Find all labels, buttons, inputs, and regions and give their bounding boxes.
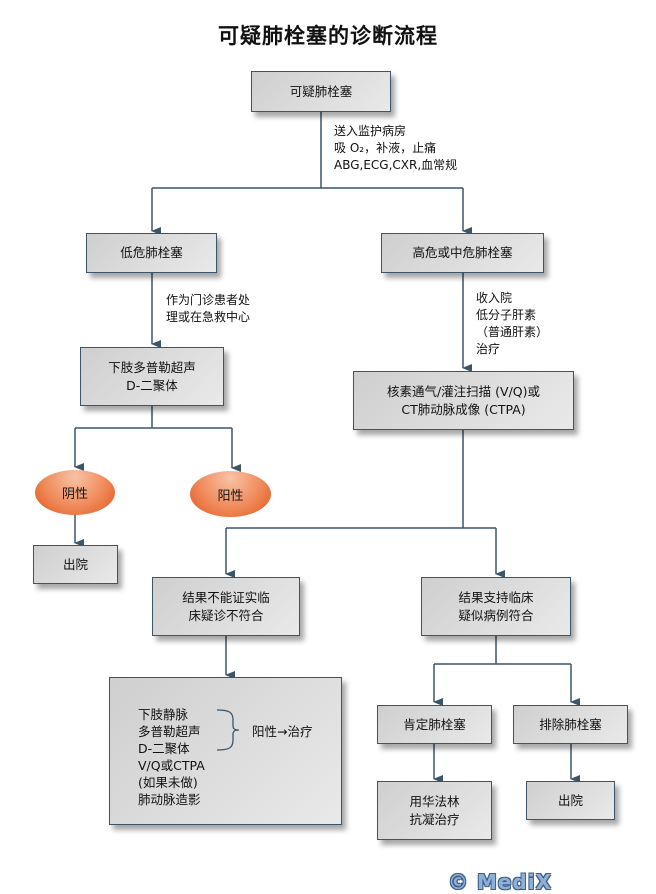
connector-top [152, 112, 463, 189]
node-label: 阳性 [217, 488, 244, 504]
note-line: 低分子肝素 [476, 308, 537, 322]
node-vq-ctpa: 核素通气/灌注扫描 (V/Q)或 CT肺动脉成像 (CTPA) [353, 371, 574, 430]
note-initial-care: 送入监护病房 吸 O₂，补液，止痛 ABG,ECG,CXR,血常规 [334, 123, 457, 174]
node-negative: 阴性 [35, 470, 115, 515]
node-excluded-pe: 排除肺栓塞 [513, 705, 628, 744]
node-label: 可疑肺栓塞 [289, 83, 353, 99]
further-tests-result: 阳性→治疗 [252, 724, 313, 739]
note-line: 作为门诊患者处 [166, 293, 251, 307]
node-leg-us-ddimer: 下肢多普勒超声 D-二聚体 [80, 347, 224, 406]
node-positive: 阳性 [190, 471, 271, 517]
connector-vq-split [226, 430, 496, 529]
node-warfarin: 用华法林 抗凝治疗 [377, 781, 492, 840]
node-supports: 结果支持临床 疑似病例符合 [421, 577, 571, 636]
further-tests-list: 下肢静脉 多普勒超声 D-二聚体 V/Q或CTPA (如果未做) 肺动脉造影 [138, 706, 205, 808]
node-not-confirmed: 结果不能证实临 床疑诊不符合 [152, 577, 300, 636]
note-low-risk-care: 作为门诊患者处 理或在急救中心 [166, 292, 250, 326]
node-discharge-right: 出院 [526, 781, 615, 820]
page-title: 可疑肺栓塞的诊断流程 [218, 24, 438, 48]
node-high-risk: 高危或中危肺栓塞 [381, 233, 544, 273]
node-label: 低危肺栓塞 [120, 245, 183, 260]
node-label-line: 床疑诊不符合 [188, 607, 264, 623]
note-line: ABG,ECG,CXR,血常规 [334, 158, 458, 172]
node-label-line: 核素通气/灌注扫描 (V/Q)或 [386, 383, 541, 399]
node-label: 阴性 [61, 487, 88, 502]
note-high-risk-care: 收入院 低分子肝素 （普通肝素） 治疗 [476, 290, 548, 358]
node-label-line: 疑似病例符合 [458, 607, 534, 623]
node-label-line: D-二聚体 [126, 377, 178, 393]
connector-supports-split [434, 636, 571, 665]
note-line: 送入监护病房 [334, 124, 407, 138]
node-label-line: CT肺动脉成像 (CTPA) [401, 401, 526, 417]
node-label-line: 结果支持临床 [458, 589, 534, 605]
node-label: 出院 [62, 556, 88, 572]
connector-leg-us-split [75, 406, 232, 429]
node-label: 高危或中危肺栓塞 [412, 245, 513, 260]
node-label: 出院 [557, 792, 583, 808]
node-low-risk: 低危肺栓塞 [86, 233, 217, 273]
node-label-line: 用华法林 [409, 793, 460, 809]
further-test-item: (如果未做) [138, 775, 198, 790]
note-line: 收入院 [476, 291, 513, 305]
further-test-item: D-二聚体 [138, 741, 190, 756]
node-label-line: 结果不能证实临 [182, 589, 270, 605]
node-label-line: 下肢多普勒超声 [108, 359, 196, 375]
node-suspected-pe: 可疑肺栓塞 [251, 71, 391, 112]
node-label: 排除肺栓塞 [539, 716, 602, 732]
node-discharge-left: 出院 [33, 545, 118, 584]
node-label-line: 抗凝治疗 [409, 811, 460, 827]
node-confirmed-pe: 肯定肺栓塞 [377, 705, 492, 744]
node-further-tests: 下肢静脉 多普勒超声 D-二聚体 V/Q或CTPA (如果未做) 肺动脉造影 阳… [109, 677, 342, 825]
node-label: 肯定肺栓塞 [403, 716, 466, 732]
further-test-item: V/Q或CTPA [138, 758, 205, 773]
note-line: 吸 O₂，补液，止痛 [334, 141, 437, 155]
note-line: 理或在急救中心 [166, 310, 251, 324]
further-test-item: 下肢静脉 [138, 707, 189, 722]
note-line: （普通肝素） [476, 325, 549, 339]
brace-icon [216, 709, 240, 751]
further-test-item: 肺动脉造影 [138, 792, 201, 807]
note-line: 治疗 [476, 342, 501, 356]
watermark-logo: © MediX [448, 870, 553, 894]
further-test-item: 多普勒超声 [138, 724, 201, 739]
